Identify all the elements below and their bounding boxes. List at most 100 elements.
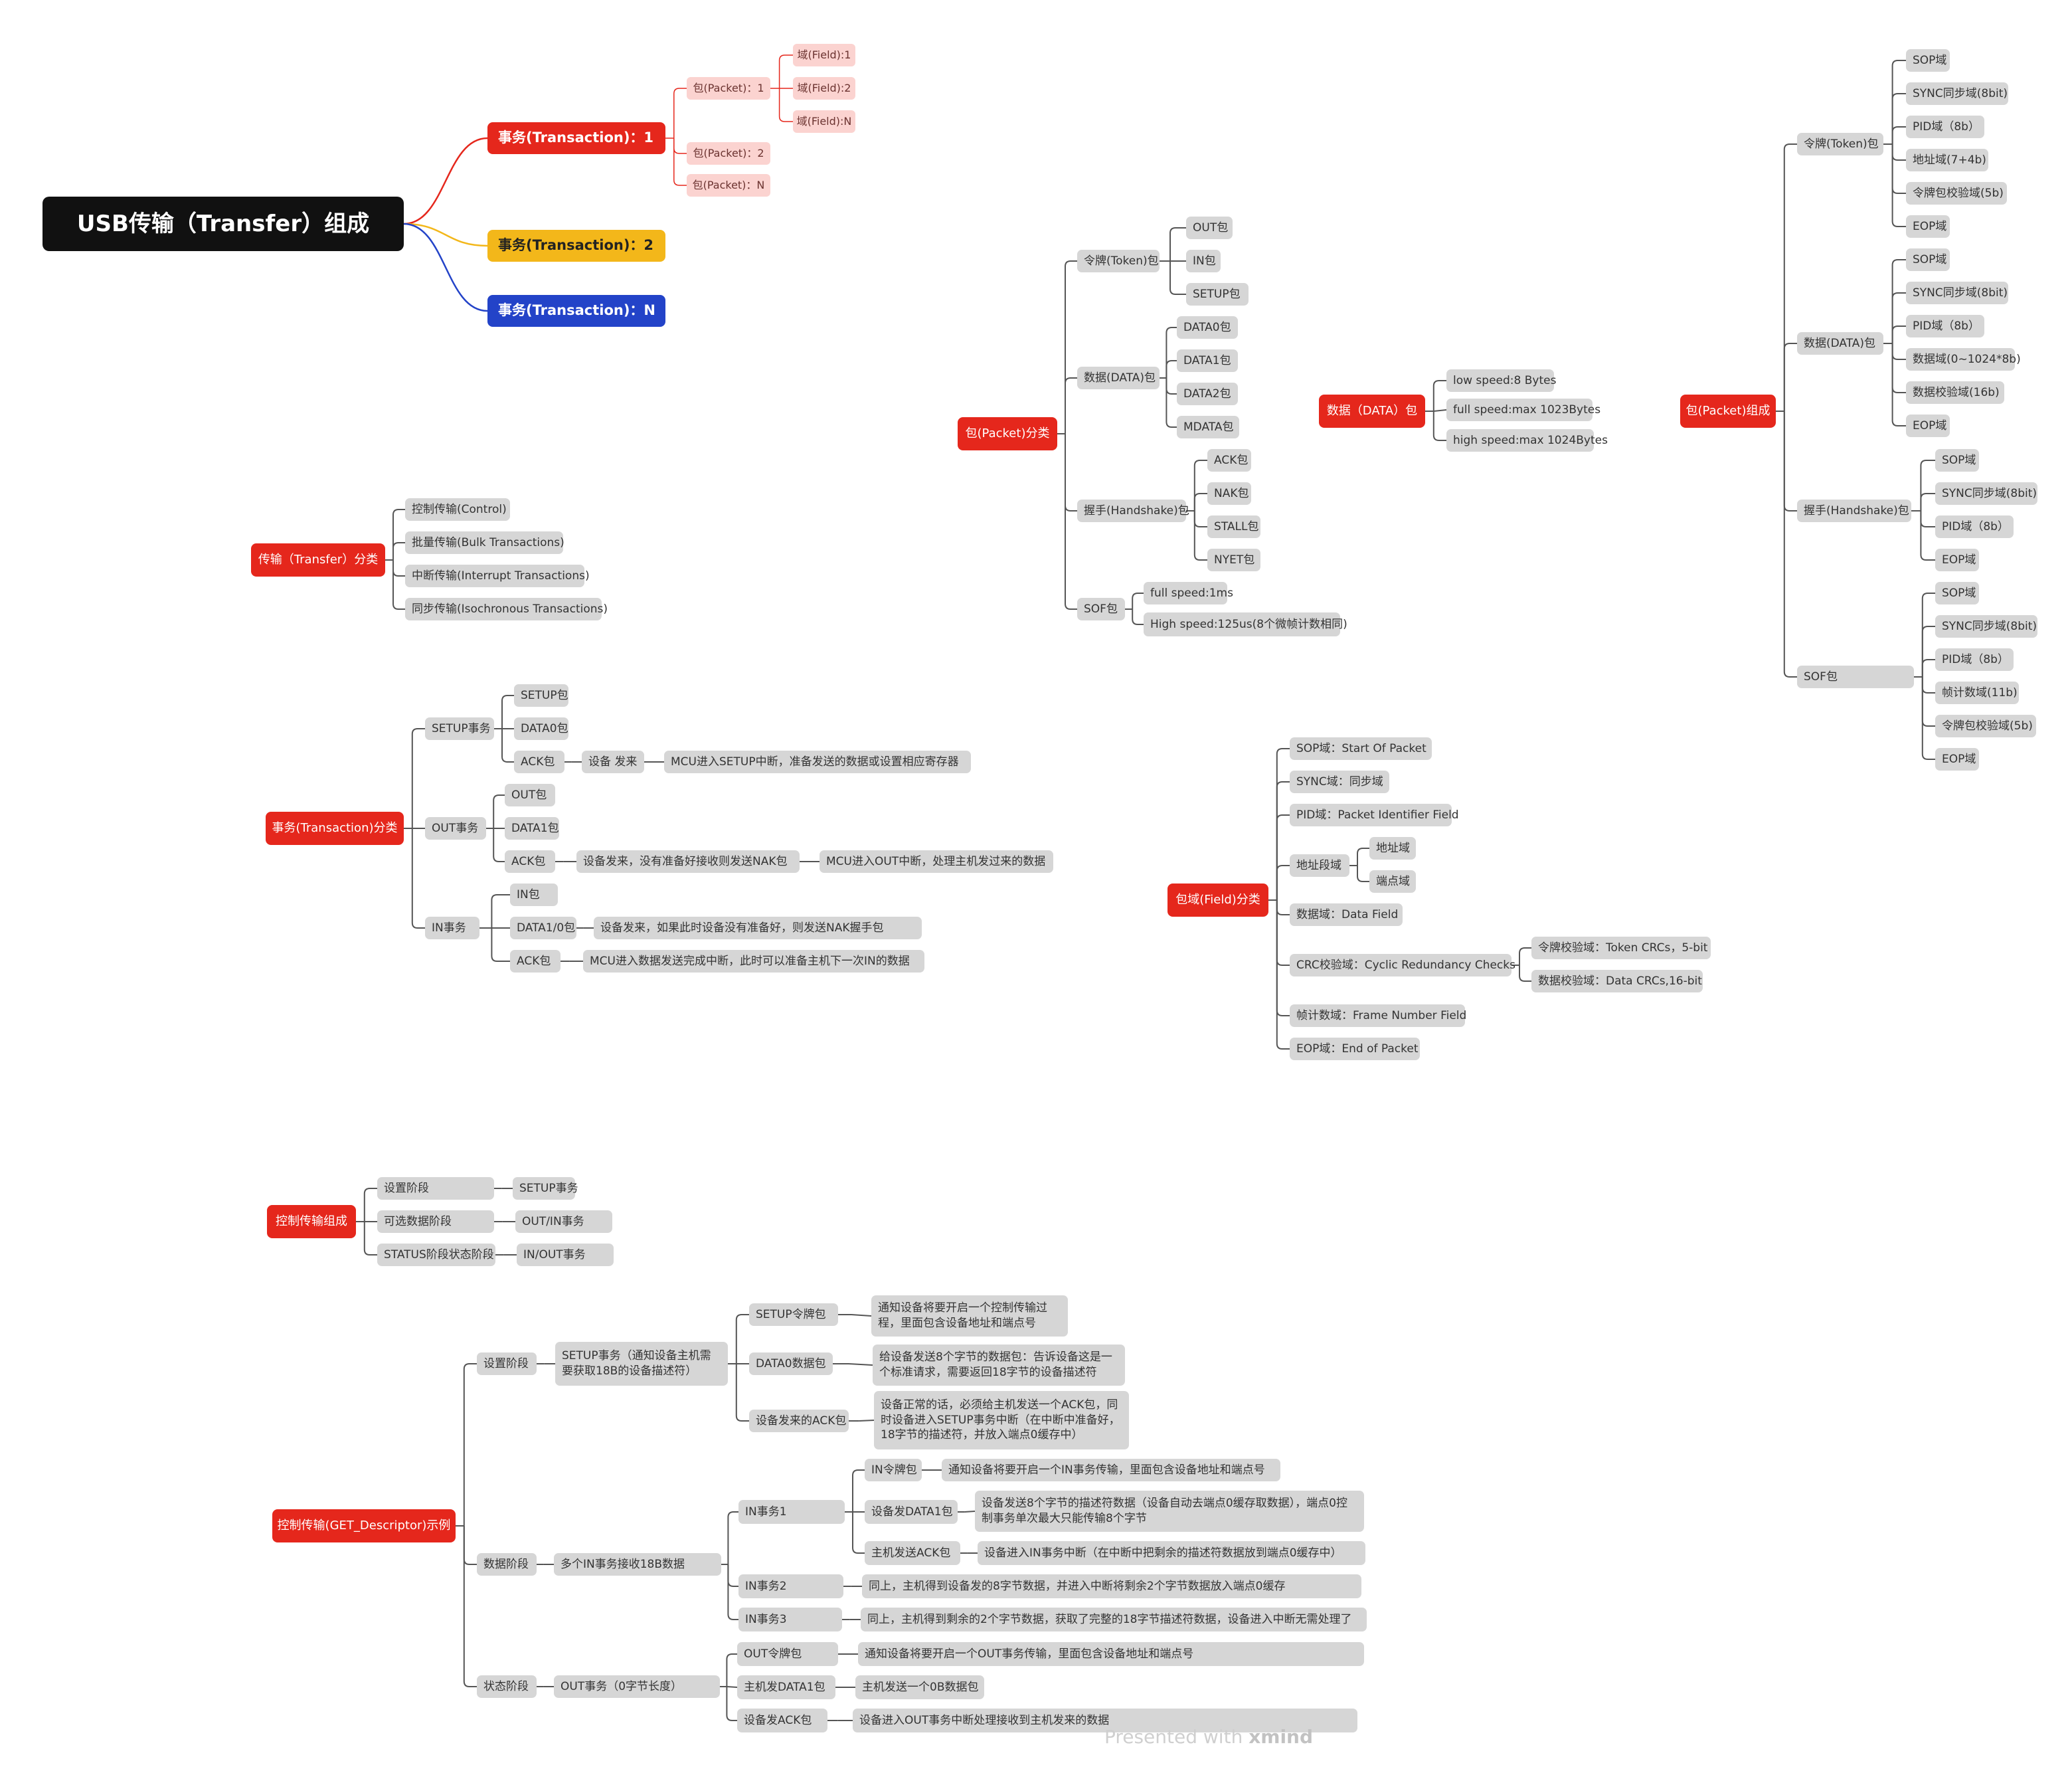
mdata-packet[interactable]: MDATA包 [1177,416,1239,438]
transfer-type-interrupt[interactable]: 中断传输(Interrupt Transactions) [405,565,590,587]
sof-eop-field[interactable]: EOP域 [1935,748,1979,771]
transaction-n-node[interactable]: 事务(Transaction)：N [487,295,665,327]
token-pid-field[interactable]: PID域（8b） [1906,116,1984,138]
token-out-packet[interactable]: OUT包 [1186,217,1233,239]
token-setup-packet[interactable]: SETUP包 [1186,283,1249,306]
data-eop-field[interactable]: EOP域 [1906,415,1950,437]
setup-transaction-data0-packet[interactable]: DATA0包 [514,717,568,740]
packet-types-root[interactable]: 包(Packet)分类 [958,417,1057,450]
in-data-note[interactable]: 设备发来，如果此时设备没有准备好，则发送NAK握手包 [594,917,922,939]
stall-packet[interactable]: STALL包 [1207,515,1260,538]
data-crc-field[interactable]: 数据校验域(16b) [1906,381,2004,404]
gd-out-token-packet[interactable]: OUT令牌包 [737,1642,838,1666]
setup-ack-note[interactable]: MCU进入SETUP中断，准备发送的数据或设置相应寄存器 [664,751,971,773]
gd-status-stage[interactable]: 状态阶段 [477,1675,537,1698]
transaction-types-root[interactable]: 事务(Transaction)分类 [266,812,404,845]
data-payload-field[interactable]: 数据域(0~1024*8b) [1906,348,2021,371]
transfer-type-isochronous[interactable]: 同步传输(Isochronous Transactions) [405,598,608,620]
field-pid[interactable]: PID域：Packet Identifier Field [1290,804,1459,826]
setup-transaction[interactable]: SETUP事务 [425,717,494,740]
transfer-type-bulk[interactable]: 批量传输(Bulk Transactions) [405,531,564,554]
packet-1-node[interactable]: 包(Packet)：1 [687,77,770,100]
in-transaction-data-packet[interactable]: DATA1/0包 [510,917,576,939]
token-crc-field[interactable]: 令牌包校验域(5b) [1906,182,2007,205]
in-ack-note[interactable]: MCU进入数据发送完成中断，此时可以准备主机下一次IN的数据 [583,950,924,973]
gd-device-ack-packet[interactable]: 设备发来的ACK包 [749,1410,849,1432]
gd-in3-note[interactable]: 同上，主机得到剩余的2个字节数据，获取了完整的18字节描述符数据，设备进入中断无… [861,1608,1367,1631]
gd-multi-in-transactions[interactable]: 多个IN事务接收18B数据 [554,1553,721,1576]
in-transaction-in-packet[interactable]: IN包 [510,884,558,906]
token-in-packet[interactable]: IN包 [1186,250,1221,272]
sof-crc-field[interactable]: 令牌包校验域(5b) [1935,715,2036,737]
gd-host-data1-packet[interactable]: 主机发DATA1包 [737,1675,835,1699]
packet-type-handshake[interactable]: 握手(Handshake)包 [1077,500,1189,522]
out-transaction-ack-packet[interactable]: ACK包 [505,850,555,873]
in-transaction-ack-packet[interactable]: ACK包 [510,950,561,973]
gd-host-ack-note[interactable]: 设备进入IN事务中断（在中断中把剩余的描述符数据放到端点0缓存中） [978,1541,1365,1565]
data-high-speed[interactable]: high speed:max 1024Bytes [1446,429,1608,452]
gd-device-ack2-note[interactable]: 设备进入OUT事务中断处理接收到主机发来的数据 [853,1709,1357,1732]
control-out-in-transaction[interactable]: OUT/IN事务 [515,1210,612,1233]
transfer-composition-root[interactable]: USB传输（Transfer）组成 [43,197,404,251]
gd-in-transaction-2[interactable]: IN事务2 [738,1574,843,1598]
sof-sop-field[interactable]: SOP域 [1935,582,1979,604]
gd-in-token-packet[interactable]: IN令牌包 [865,1459,922,1481]
field-token-crc[interactable]: 令牌校验域：Token CRCs，5-bit [1531,937,1711,959]
handshake-pid-field[interactable]: PID域（8b） [1935,515,2014,538]
gd-setup-token-packet[interactable]: SETUP令牌包 [749,1303,838,1326]
packet-type-token[interactable]: 令牌(Token)包 [1077,250,1160,272]
control-composition-root[interactable]: 控制传输组成 [267,1205,356,1238]
setup-transaction-ack-packet[interactable]: ACK包 [514,751,564,773]
handshake-sop-field[interactable]: SOP域 [1935,449,1979,472]
control-in-out-transaction[interactable]: IN/OUT事务 [517,1244,614,1266]
data-sop-field[interactable]: SOP域 [1906,248,1950,271]
field-endpoint[interactable]: 端点域 [1369,870,1416,893]
gd-device-ack2-packet[interactable]: 设备发ACK包 [737,1709,827,1732]
setup-transaction-setup-packet[interactable]: SETUP包 [514,684,568,707]
gd-out-token-note[interactable]: 通知设备将要开启一个OUT事务传输，里面包含设备地址和端点号 [858,1642,1364,1666]
field-address-segment[interactable]: 地址段域 [1290,854,1349,877]
composition-sof-packet[interactable]: SOF包 [1797,666,1914,688]
gd-data0-packet[interactable]: DATA0数据包 [749,1352,833,1375]
nak-packet[interactable]: NAK包 [1207,482,1251,505]
data-pid-field[interactable]: PID域（8b） [1906,315,1984,337]
in-transaction[interactable]: IN事务 [425,917,479,939]
field-crc[interactable]: CRC校验域：Cyclic Redundancy Checks [1290,954,1515,976]
gd-data0-note[interactable]: 给设备发送8个字节的数据包：告诉设备这是一个标准请求，需要返回18字节的设备描述… [873,1345,1125,1386]
data-sync-field[interactable]: SYNC同步域(8bit) [1906,282,2008,304]
gd-host-data1-note[interactable]: 主机发送一个0B数据包 [855,1675,984,1699]
out-transaction-data1-packet[interactable]: DATA1包 [505,817,559,840]
ack-packet[interactable]: ACK包 [1207,449,1251,472]
field-data[interactable]: 数据域：Data Field [1290,903,1403,926]
gd-device-data1-packet[interactable]: 设备发DATA1包 [865,1500,958,1524]
nyet-packet[interactable]: NYET包 [1207,549,1260,571]
gd-device-ack-note[interactable]: 设备正常的话，必须给主机发送一个ACK包，同时设备进入SETUP事务中断（在中断… [874,1391,1129,1449]
field-2-node[interactable]: 域(Field):2 [793,77,855,100]
gd-device-data1-note[interactable]: 设备发送8个字节的描述符数据（设备自动去端点0缓存取数据），端点0控制事务单次最… [975,1491,1364,1532]
gd-setup-transaction[interactable]: SETUP事务（通知设备主机需要获取18B的设备描述符） [555,1342,728,1386]
packet-2-node[interactable]: 包(Packet)：2 [687,142,770,165]
token-eop-field[interactable]: EOP域 [1906,215,1950,238]
field-eop[interactable]: EOP域：End of Packet [1290,1038,1420,1060]
packet-type-sof[interactable]: SOF包 [1077,598,1125,620]
get-descriptor-root[interactable]: 控制传输(GET_Descriptor)示例 [272,1509,456,1542]
gd-in-transaction-1[interactable]: IN事务1 [738,1500,845,1524]
composition-handshake-packet[interactable]: 握手(Handshake)包 [1797,500,1911,522]
data-full-speed[interactable]: full speed:max 1023Bytes [1446,399,1600,421]
data-packet-root[interactable]: 数据（DATA）包 [1319,395,1425,428]
token-address-field[interactable]: 地址域(7+4b) [1906,149,1988,171]
control-data-stage[interactable]: 可选数据阶段 [377,1210,494,1233]
sof-full-speed[interactable]: full speed:1ms [1144,582,1233,604]
sof-frame-number-field[interactable]: 帧计数域(11b) [1935,682,2019,704]
field-1-node[interactable]: 域(Field):1 [793,44,855,66]
gd-in-token-note[interactable]: 通知设备将要开启一个IN事务传输，里面包含设备地址和端点号 [942,1459,1280,1481]
out-transaction-out-packet[interactable]: OUT包 [505,784,555,806]
out-ack-note[interactable]: MCU进入OUT中断，处理主机发过来的数据 [820,850,1053,873]
transfer-type-control[interactable]: 控制传输(Control) [405,498,510,521]
field-sync[interactable]: SYNC域：同步域 [1290,771,1389,793]
gd-out-transaction[interactable]: OUT事务（0字节长度） [554,1675,720,1698]
gd-host-ack-packet[interactable]: 主机发送ACK包 [865,1541,960,1565]
gd-in2-note[interactable]: 同上，主机得到设备发的8字节数据，并进入中断将剩余2个字节数据放入端点0缓存 [862,1574,1361,1598]
field-address[interactable]: 地址域 [1369,837,1416,860]
gd-data-stage[interactable]: 数据阶段 [477,1553,537,1576]
